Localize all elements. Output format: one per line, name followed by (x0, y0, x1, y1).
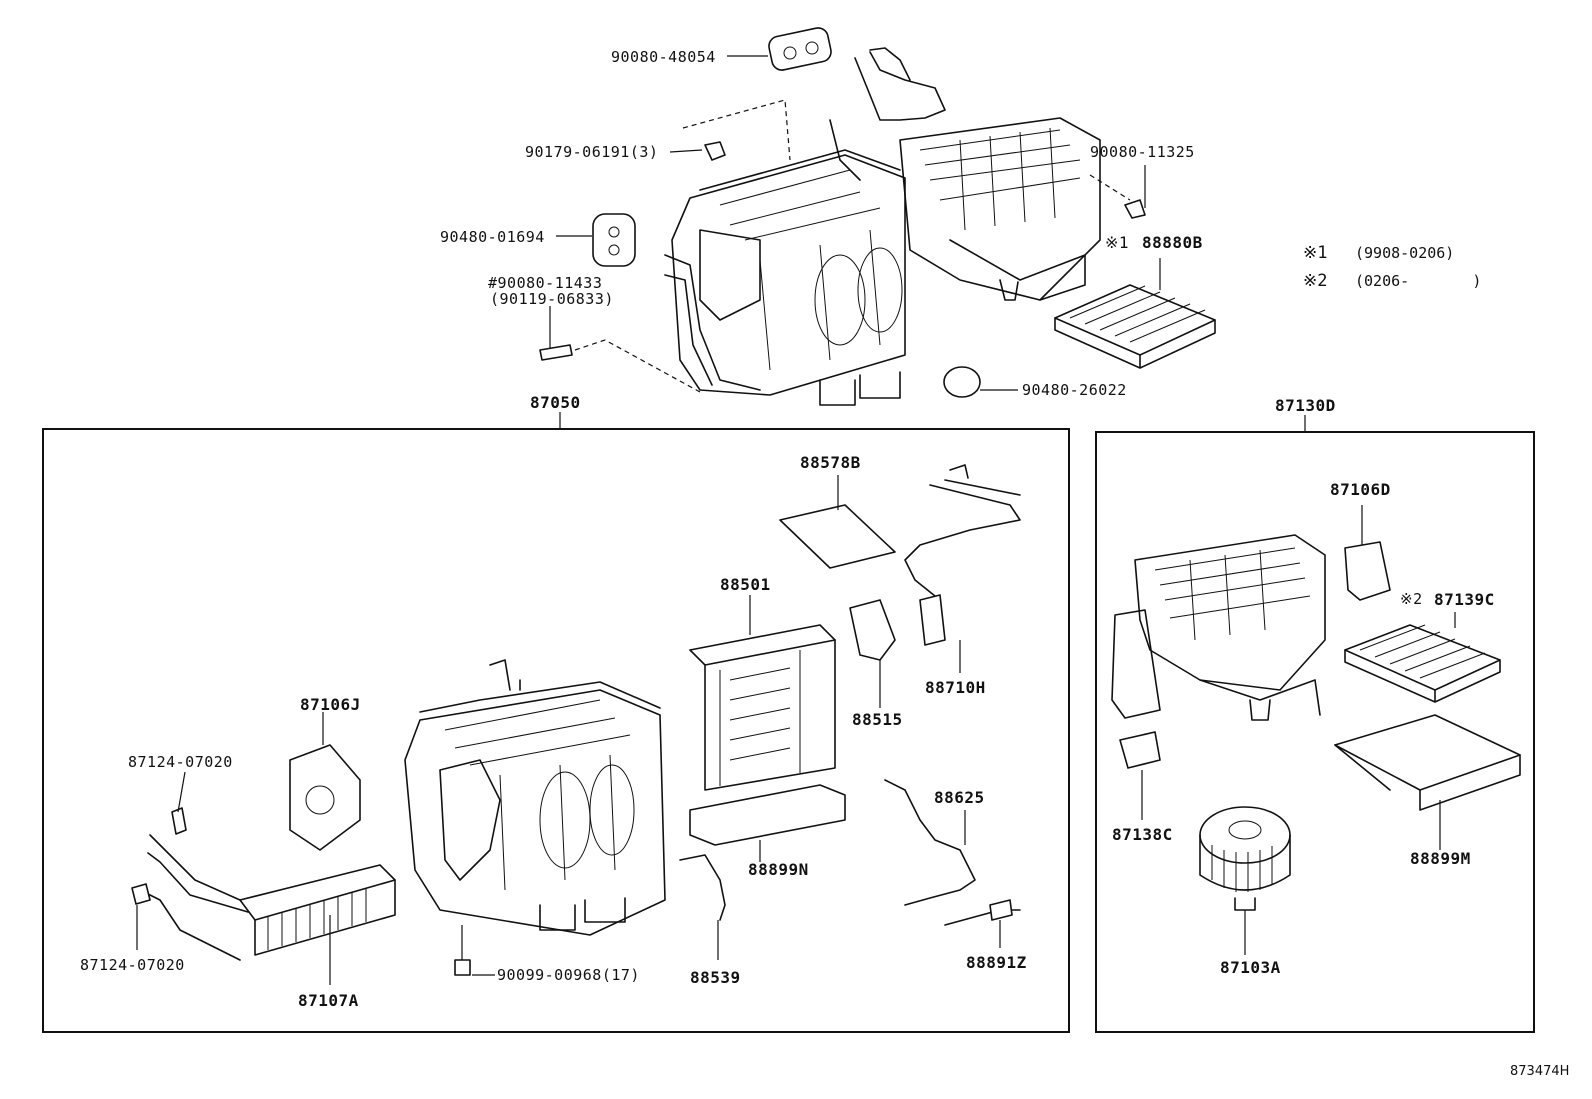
label-87139C: 87139C (1434, 590, 1495, 609)
label-88515: 88515 (852, 710, 903, 729)
label-87138C: 87138C (1112, 825, 1173, 844)
label-90080-11433: #90080-11433 (488, 274, 603, 292)
label-90080-11325: 90080-11325 (1090, 143, 1195, 161)
marker-88880B: ※1 (1105, 233, 1130, 252)
assembly-87130D-drawing (1111, 415, 1521, 955)
legend-note-1-mark: ※1 (1303, 243, 1328, 263)
label-88710H: 88710H (925, 678, 986, 697)
label-87107A: 87107A (298, 991, 359, 1010)
label-88578B: 88578B (800, 453, 861, 472)
figure-id: 873474H (1510, 1064, 1570, 1079)
label-87103A: 87103A (1220, 958, 1281, 977)
assembly-87050-drawing (131, 412, 1021, 985)
assembly-87130D-box (1095, 431, 1535, 1033)
marker-87139C: ※2 (1400, 590, 1423, 608)
legend-note-2-mark: ※2 (1303, 271, 1328, 291)
label-90480-01694: 90480-01694 (440, 228, 545, 246)
label-88501: 88501 (720, 575, 771, 594)
assembly-87050-box (42, 428, 1070, 1033)
label-87106D: 87106D (1330, 480, 1391, 499)
label-90099-00968: 90099-00968(17) (497, 966, 640, 984)
label-88539: 88539 (690, 968, 741, 987)
label-88899N: 88899N (748, 860, 809, 879)
label-90119-06833: (90119-06833) (490, 290, 614, 308)
assembly-87130D-title: 87130D (1275, 396, 1336, 415)
label-88880B: 88880B (1142, 233, 1203, 252)
legend-note-1-text: (9908-0206) (1355, 244, 1455, 262)
label-88891Z: 88891Z (966, 953, 1027, 972)
label-87124-07020-upper: 87124-07020 (128, 753, 233, 771)
label-90080-48054: 90080-48054 (611, 48, 716, 66)
label-88899M: 88899M (1410, 849, 1471, 868)
legend-note-2-text: (0206- ) (1355, 272, 1482, 290)
top-heater-unit-drawing (539, 27, 1216, 406)
label-87124-07020-lower: 87124-07020 (80, 956, 185, 974)
assembly-87050-title: 87050 (530, 393, 581, 412)
label-87106J: 87106J (300, 695, 361, 714)
label-90179-06191: 90179-06191(3) (525, 143, 659, 161)
label-90480-26022: 90480-26022 (1022, 381, 1127, 399)
label-88625: 88625 (934, 788, 985, 807)
